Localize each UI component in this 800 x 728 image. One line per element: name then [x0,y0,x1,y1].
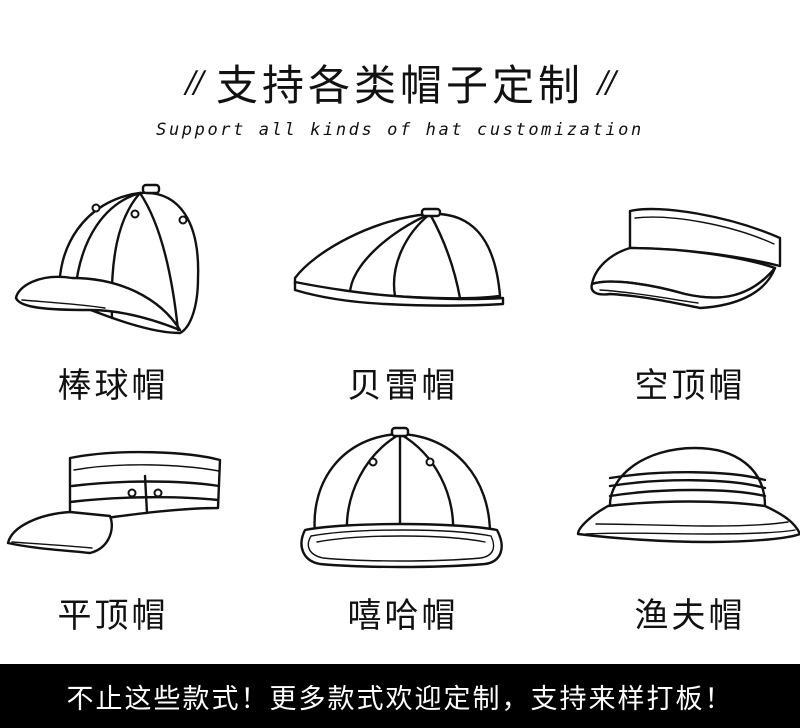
hat-label-flat-top: 平顶帽 [57,596,169,636]
flat-top-cap-icon [0,438,250,598]
hat-label-visor: 空顶帽 [634,366,746,406]
footer-banner: 不止这些款式！更多款式欢迎定制，支持来样打板！ [0,664,800,728]
hat-label-bucket: 渔夫帽 [634,596,746,636]
visor-icon [570,196,800,356]
hip-hop-cap-icon [285,424,535,584]
footer-text: 不止这些款式！更多款式欢迎定制，支持来样打板！ [66,683,734,715]
title-slash-right: // [598,65,616,100]
hat-label-baseball: 棒球帽 [57,366,169,406]
hat-label-beret: 贝雷帽 [347,366,459,406]
page-subtitle: Support all kinds of hat customization [156,120,644,140]
hat-label-hip-hop: 嘻哈帽 [347,596,459,636]
baseball-cap-icon [0,178,250,338]
title-slash-left: // [185,65,204,100]
beret-icon [285,196,535,356]
title-row: // 支持各类帽子定制 // [0,52,800,113]
bucket-hat-icon [570,438,800,598]
page-title: 支持各类帽子定制 [215,61,584,110]
